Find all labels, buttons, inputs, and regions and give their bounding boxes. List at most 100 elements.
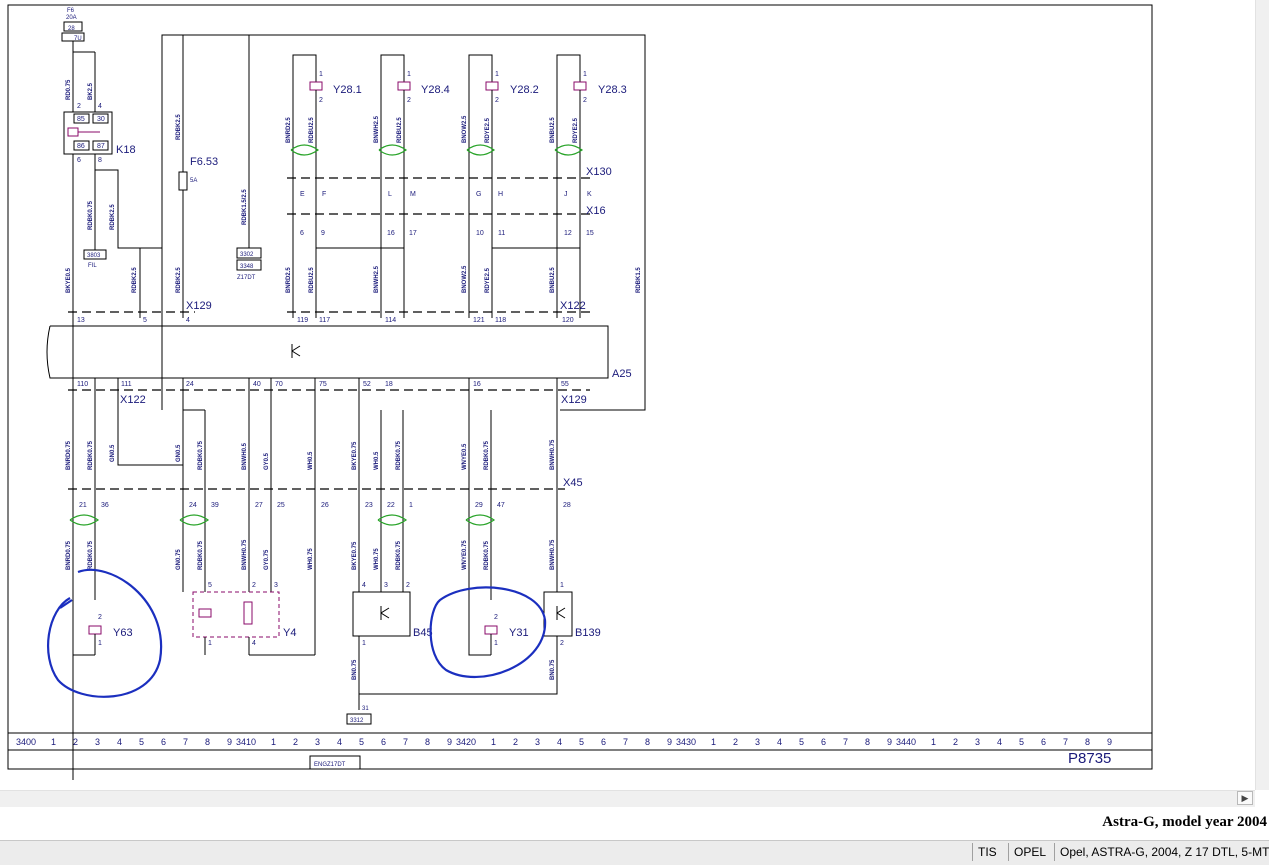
relay-term-d: 8 <box>98 157 102 164</box>
svg-text:RDBU2.5: RDBU2.5 <box>309 267 315 293</box>
svg-text:119: 119 <box>297 317 308 324</box>
svg-text:RDBK0.75: RDBK0.75 <box>88 200 94 230</box>
svg-text:BNWH2.5: BNWH2.5 <box>374 265 380 293</box>
svg-text:RDBK0.75: RDBK0.75 <box>198 440 204 470</box>
document-caption: Astra-G, model year 2004 <box>1102 814 1267 830</box>
svg-text:4: 4 <box>186 317 190 324</box>
component-y31-label: Y31 <box>509 627 529 639</box>
grid-digit: 8 <box>1085 737 1090 747</box>
svg-text:WH0.5: WH0.5 <box>374 451 380 470</box>
svg-text:12: 12 <box>564 230 572 237</box>
svg-text:BKYE0.75: BKYE0.75 <box>352 541 358 570</box>
ground-z-box-b <box>236 259 262 271</box>
grid-digit: 1 <box>491 737 496 747</box>
svg-text:BNOW2.5: BNOW2.5 <box>462 265 468 293</box>
grid-digit: 8 <box>865 737 870 747</box>
svg-text:16: 16 <box>473 381 481 388</box>
grid-digit: 8 <box>425 737 430 747</box>
svg-text:70: 70 <box>275 381 283 388</box>
injector-y28-2: 12 Y28.2 <box>468 54 539 318</box>
grid-digit: 4 <box>117 737 122 747</box>
svg-text:RDBK0.75: RDBK0.75 <box>484 440 490 470</box>
svg-text:2: 2 <box>98 614 102 621</box>
grid-digit: 3 <box>315 737 320 747</box>
svg-text:RDBK2.5: RDBK2.5 <box>176 267 182 293</box>
svg-text:3: 3 <box>384 582 388 589</box>
svg-text:RDYE2.5: RDYE2.5 <box>573 117 579 143</box>
connector-x122-bottom-label: X122 <box>120 394 146 406</box>
svg-text:BNRD2.5: BNRD2.5 <box>286 117 292 143</box>
svg-text:J: J <box>564 191 568 198</box>
svg-text:BNWH0.75: BNWH0.75 <box>242 539 248 570</box>
grid-digit: 6 <box>601 737 606 747</box>
ecu-transistor-icon <box>291 344 301 358</box>
svg-text:BN0.75: BN0.75 <box>352 659 358 680</box>
injector-y28-4: 12 Y28.4 <box>380 54 450 318</box>
connector-x129-top-label: X129 <box>186 300 212 312</box>
grid-major-label: 3440 <box>896 737 916 747</box>
ground-bottom-code: 3312 <box>350 718 364 724</box>
svg-text:24: 24 <box>189 502 197 509</box>
svg-text:BNBU2.5: BNBU2.5 <box>550 117 556 143</box>
relay-term-c: 6 <box>77 157 81 164</box>
svg-text:GN0.5: GN0.5 <box>176 444 182 462</box>
x16-pin-labels: 6 9 16 17 10 11 12 15 <box>300 230 594 237</box>
svg-text:GY0.75: GY0.75 <box>264 549 270 570</box>
ecu-bottom-pin-labels: 110 111 24 40 70 75 52 18 16 55 <box>77 381 569 388</box>
status-bar: TIS OPEL Opel, ASTRA-G, 2004, Z 17 DTL, … <box>0 840 1269 865</box>
svg-text:114: 114 <box>385 317 396 324</box>
svg-text:27: 27 <box>255 502 263 509</box>
relay-term-b: 4 <box>98 103 102 110</box>
svg-text:RDBK2.5: RDBK2.5 <box>110 204 116 230</box>
svg-text:BNWH0.75: BNWH0.75 <box>550 439 556 470</box>
component-y63: 21 Y63 <box>72 600 133 656</box>
svg-text:118: 118 <box>495 317 506 324</box>
svg-text:18: 18 <box>385 381 393 388</box>
grid-digit: 9 <box>227 737 232 747</box>
ecu-a25-body <box>46 325 609 379</box>
diagram-viewer[interactable]: F6 20A 28 7U 85 30 86 87 2 4 6 8 K18 380… <box>0 0 1269 790</box>
scroll-right-arrow-icon[interactable]: ▶ <box>1237 791 1253 805</box>
svg-text:RDBK0.75: RDBK0.75 <box>88 540 94 570</box>
fuse-f6-name: F6 <box>67 8 75 14</box>
svg-text:RDBK1.5: RDBK1.5 <box>636 267 642 293</box>
svg-text:RDBU2.5: RDBU2.5 <box>397 117 403 143</box>
svg-text:RDBK1.5/2.5: RDBK1.5/2.5 <box>242 189 248 225</box>
svg-text:G: G <box>476 191 481 198</box>
svg-text:RDBK0.75: RDBK0.75 <box>396 540 402 570</box>
svg-text:36: 36 <box>101 502 109 509</box>
grid-digit: 6 <box>821 737 826 747</box>
svg-text:BNRD0.75: BNRD0.75 <box>66 440 72 470</box>
footer-ref-box <box>309 755 361 770</box>
relay-term-a: 2 <box>77 103 81 110</box>
grid-digit: 2 <box>73 737 78 747</box>
svg-text:2: 2 <box>494 614 498 621</box>
svg-text:BN0.75: BN0.75 <box>550 659 556 680</box>
svg-text:11: 11 <box>498 230 505 237</box>
ground-fil-code: 3803 <box>87 253 101 259</box>
vertical-scrollbar[interactable] <box>1255 0 1269 790</box>
svg-text:2: 2 <box>252 582 256 589</box>
svg-text:55: 55 <box>561 381 569 388</box>
injector-y28-1-label: Y28.1 <box>333 84 362 96</box>
grid-digit: 3 <box>95 737 100 747</box>
svg-text:1: 1 <box>583 71 587 78</box>
ground-z-code-b: 3348 <box>240 264 254 270</box>
svg-text:RDBK0.75: RDBK0.75 <box>396 440 402 470</box>
svg-text:3: 3 <box>274 582 278 589</box>
twisted-pair-markers-top <box>290 144 584 156</box>
grid-digit: 4 <box>997 737 1002 747</box>
ground-fil-label: FIL <box>88 263 97 269</box>
svg-text:H: H <box>498 191 503 198</box>
svg-text:28: 28 <box>563 502 571 509</box>
ground-bottom-num: 31 <box>362 706 369 712</box>
svg-text:2: 2 <box>560 640 564 647</box>
grid-major-label: 3410 <box>236 737 256 747</box>
grid-digit: 8 <box>205 737 210 747</box>
svg-text:2: 2 <box>406 582 410 589</box>
grid-digit: 7 <box>183 737 188 747</box>
relay-pin-86: 86 <box>77 143 85 150</box>
horizontal-scrollbar[interactable] <box>0 790 1255 807</box>
relay-pin-30: 30 <box>97 116 105 123</box>
